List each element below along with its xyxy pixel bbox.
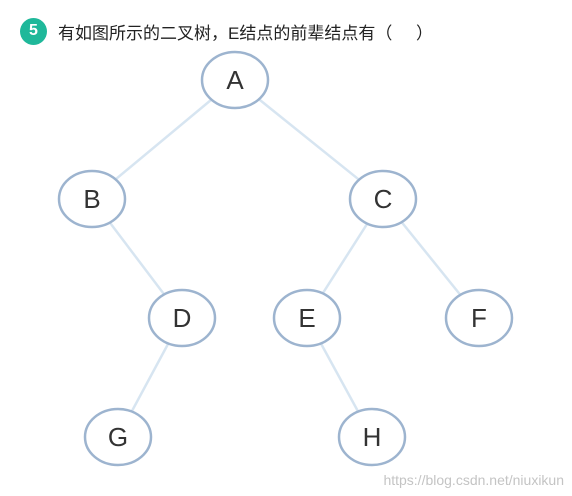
- node-label: E: [298, 303, 315, 333]
- node-circle: [272, 288, 342, 348]
- node-label: F: [471, 303, 487, 333]
- tree-node-g: G: [83, 407, 153, 467]
- tree-edges: [91, 79, 480, 438]
- question-header: 5 有如图所示的二叉树，E结点的前辈结点有（ ）: [20, 16, 433, 46]
- tree-node-a: A: [200, 50, 270, 110]
- node-label: D: [173, 303, 192, 333]
- tree-node-e: E: [272, 288, 342, 348]
- node-circle: [147, 288, 217, 348]
- node-label: H: [363, 422, 382, 452]
- node-circle: [83, 407, 153, 467]
- node-label: B: [83, 184, 100, 214]
- watermark-text: https://blog.csdn.net/niuxikun: [383, 472, 564, 488]
- tree-node-h: H: [337, 407, 407, 467]
- node-label: G: [108, 422, 128, 452]
- node-circle: [337, 407, 407, 467]
- node-circle: [57, 169, 127, 229]
- tree-node-f: F: [444, 288, 514, 348]
- node-label: C: [374, 184, 393, 214]
- node-circle: [200, 50, 270, 110]
- tree-node-d: D: [147, 288, 217, 348]
- question-number-badge: 5: [20, 17, 47, 45]
- node-circle: [444, 288, 514, 348]
- node-label: A: [226, 65, 244, 95]
- node-circle: [348, 169, 418, 229]
- question-text: 有如图所示的二叉树，E结点的前辈结点有（ ）: [58, 23, 433, 43]
- tree-node-c: C: [348, 169, 418, 229]
- tree-node-b: B: [57, 169, 127, 229]
- tree-nodes: A B C D E F G H: [57, 50, 514, 467]
